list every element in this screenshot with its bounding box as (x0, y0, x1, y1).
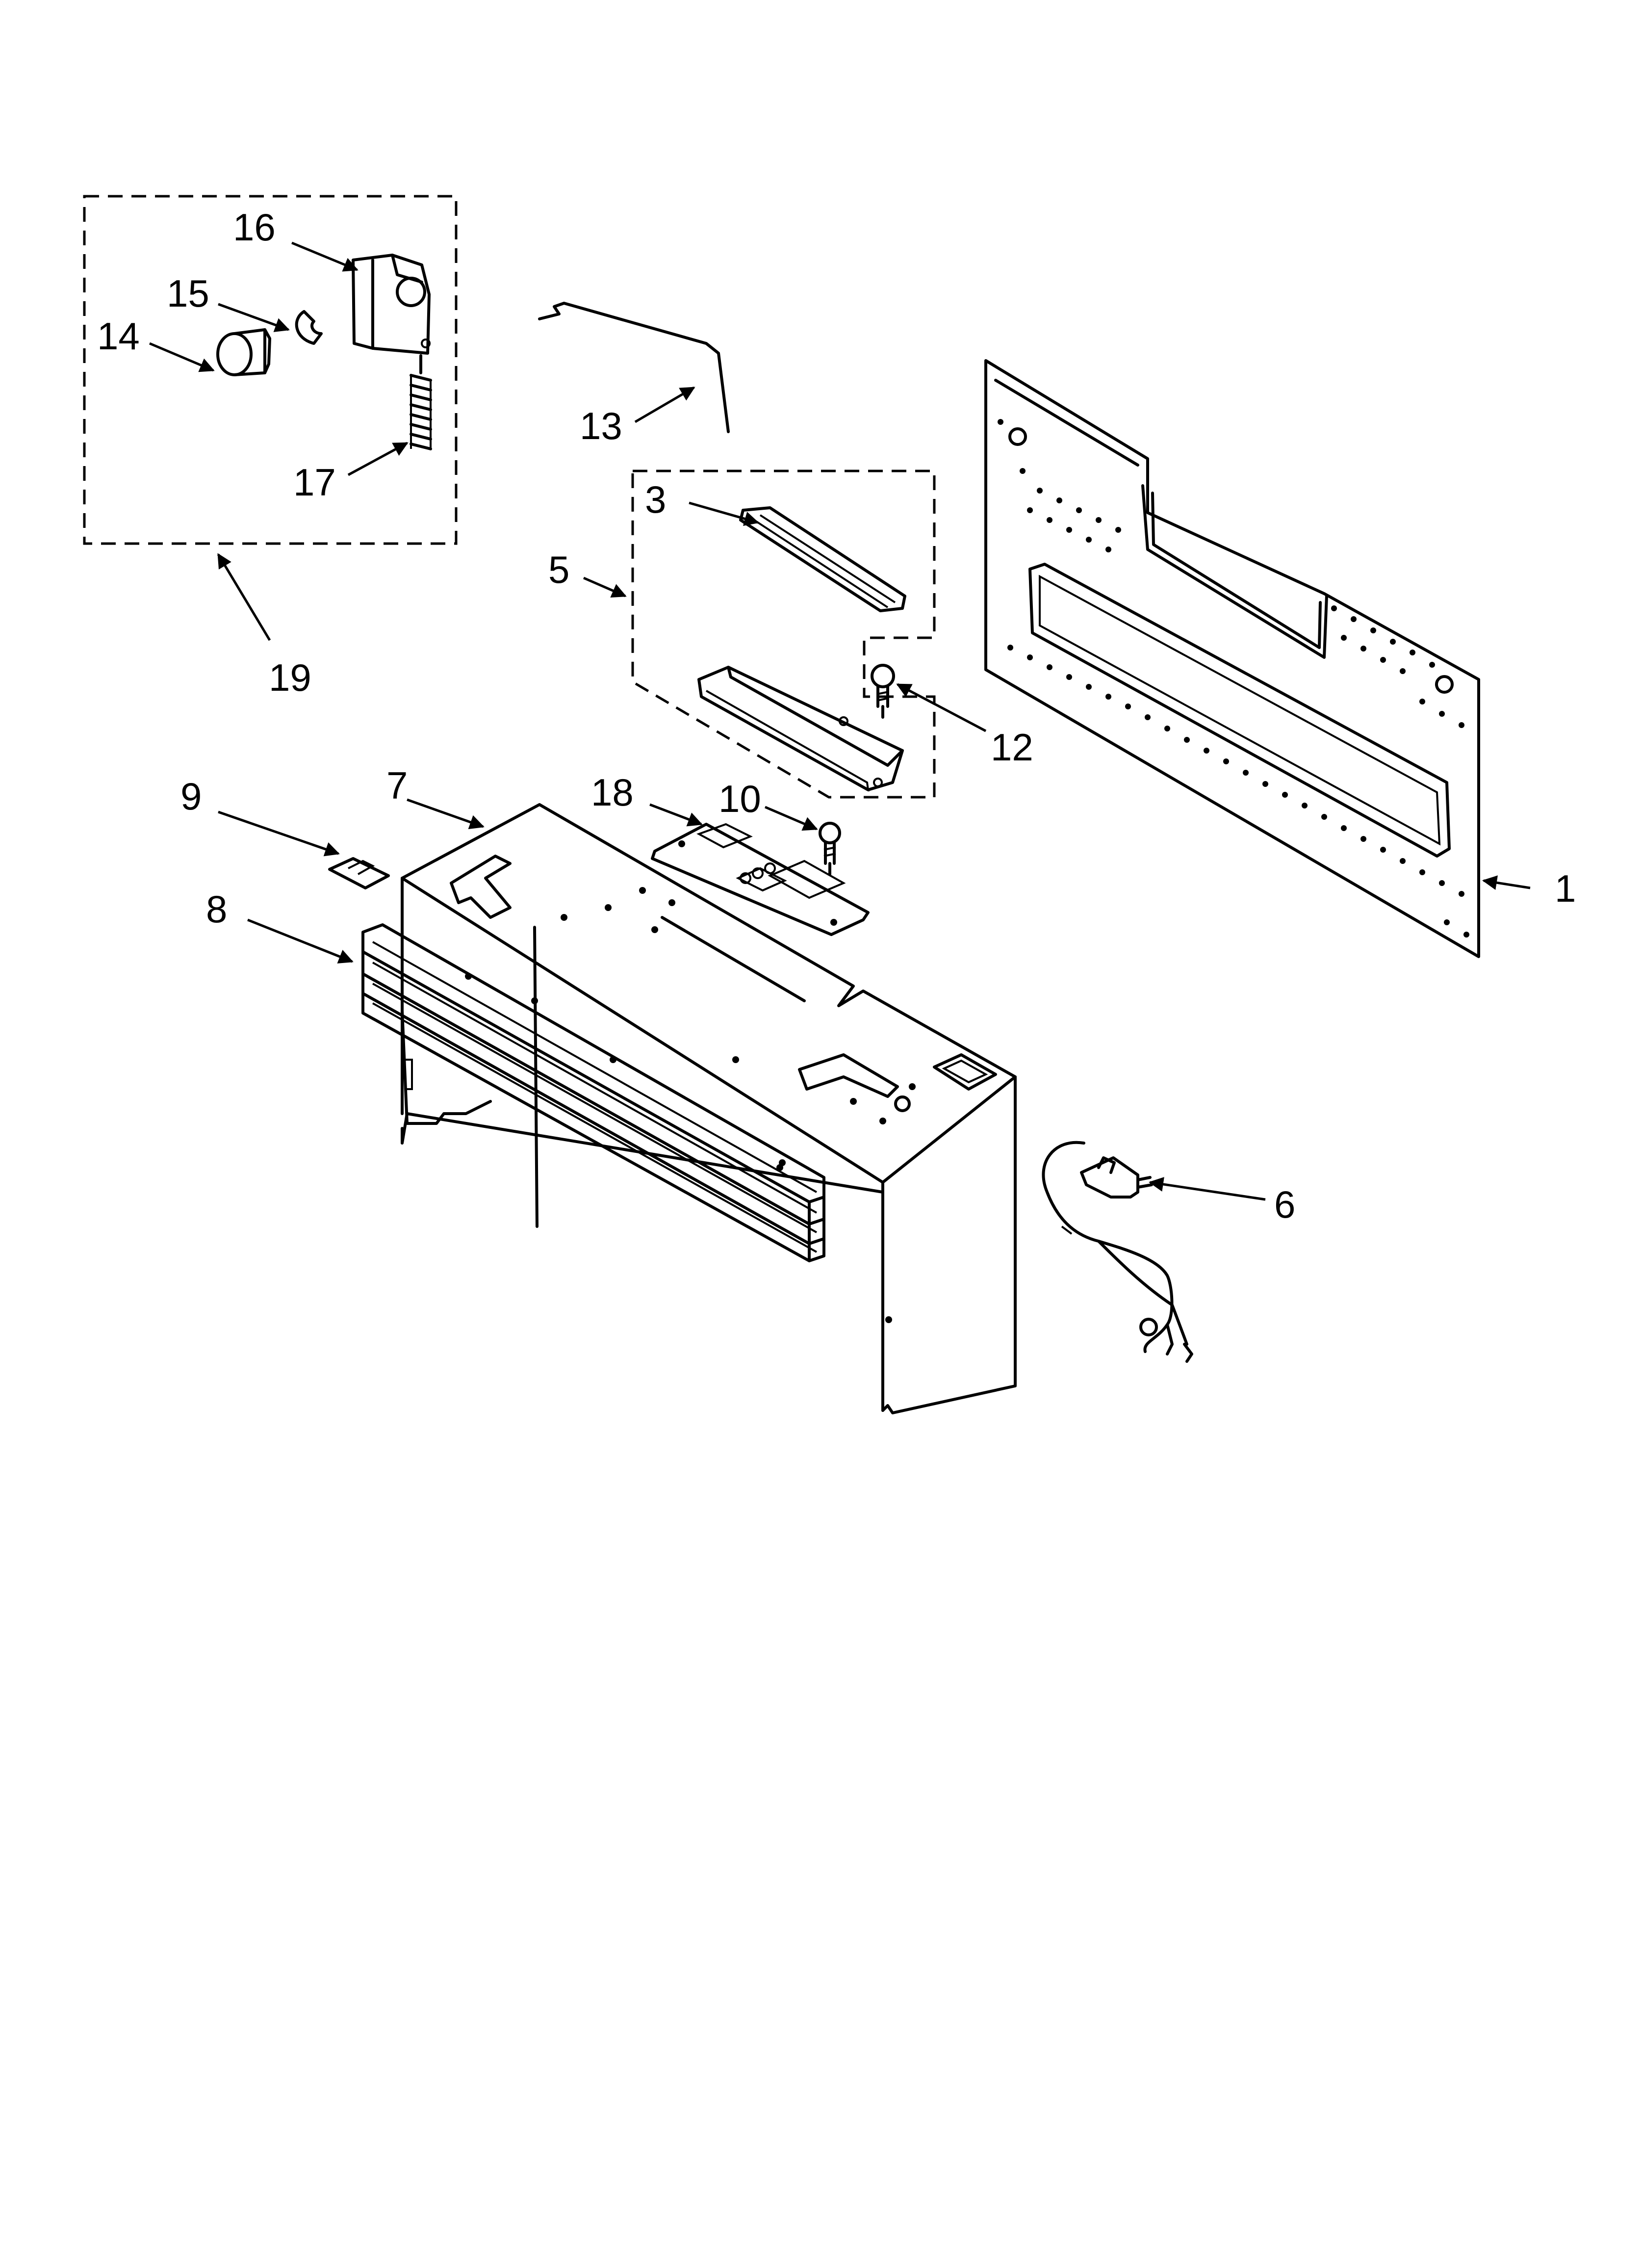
callout-9: 9 (180, 775, 202, 818)
part-8-grille (361, 923, 825, 1262)
leader-lines (149, 241, 1531, 1201)
part-16-latch-bracket (352, 254, 431, 355)
part-12-screw (871, 664, 895, 719)
leader-9 (218, 810, 340, 857)
leader-3 (689, 501, 759, 526)
leader-17 (347, 442, 409, 476)
latch-assembly-group (83, 195, 458, 545)
callout-1: 1 (1555, 867, 1576, 910)
callout-10: 10 (718, 777, 761, 820)
part-6-power-cord (1042, 1141, 1193, 1363)
leader-16 (291, 241, 359, 272)
callout-19: 19 (269, 656, 311, 699)
callout-8: 8 (206, 887, 227, 931)
leader-12 (896, 683, 987, 732)
leader-5 (583, 576, 627, 598)
callout-3: 3 (645, 478, 666, 521)
leader-7 (407, 798, 485, 830)
callout-17: 17 (293, 461, 336, 504)
callout-7: 7 (386, 764, 408, 807)
leader-14 (149, 342, 215, 372)
part-3-rail (739, 506, 906, 612)
part-7-cabinet (401, 803, 1017, 1414)
leader-13 (634, 386, 695, 423)
callout-15: 15 (167, 272, 209, 315)
duct-assembly-dashed-outline (631, 469, 936, 799)
callout-12: 12 (991, 726, 1033, 769)
callout-13: 13 (580, 404, 622, 447)
callout-5: 5 (548, 548, 569, 591)
leader-1 (1482, 875, 1531, 890)
part-9-clip (328, 857, 390, 889)
part-17-spring (410, 354, 432, 450)
callout-6: 6 (1274, 1183, 1295, 1226)
latch-assembly-dashed-box (83, 195, 458, 545)
callout-16: 16 (233, 206, 276, 249)
part-1-mounting-plate (984, 359, 1480, 958)
leader-6 (1149, 1177, 1266, 1201)
leader-10 (765, 806, 818, 831)
leader-8 (247, 918, 354, 964)
callout-18: 18 (591, 771, 634, 814)
duct-tray (697, 666, 904, 792)
cabinet-screw-holes (531, 887, 916, 1323)
part-15-clip (295, 310, 323, 345)
part-10-screw (819, 822, 841, 876)
leader-15 (218, 303, 290, 332)
part-14-button (216, 328, 271, 376)
leader-19 (217, 553, 271, 641)
leader-18 (649, 803, 703, 827)
duct-assembly-group (631, 469, 936, 799)
part-18-control-bracket (651, 823, 870, 936)
callout-labels: 16 15 14 17 19 13 3 5 12 1 9 7 18 10 8 6 (97, 206, 1576, 1226)
callout-14: 14 (97, 314, 140, 358)
part-13-wire-rod (538, 302, 730, 433)
mounting-plate-holes (998, 419, 1469, 938)
